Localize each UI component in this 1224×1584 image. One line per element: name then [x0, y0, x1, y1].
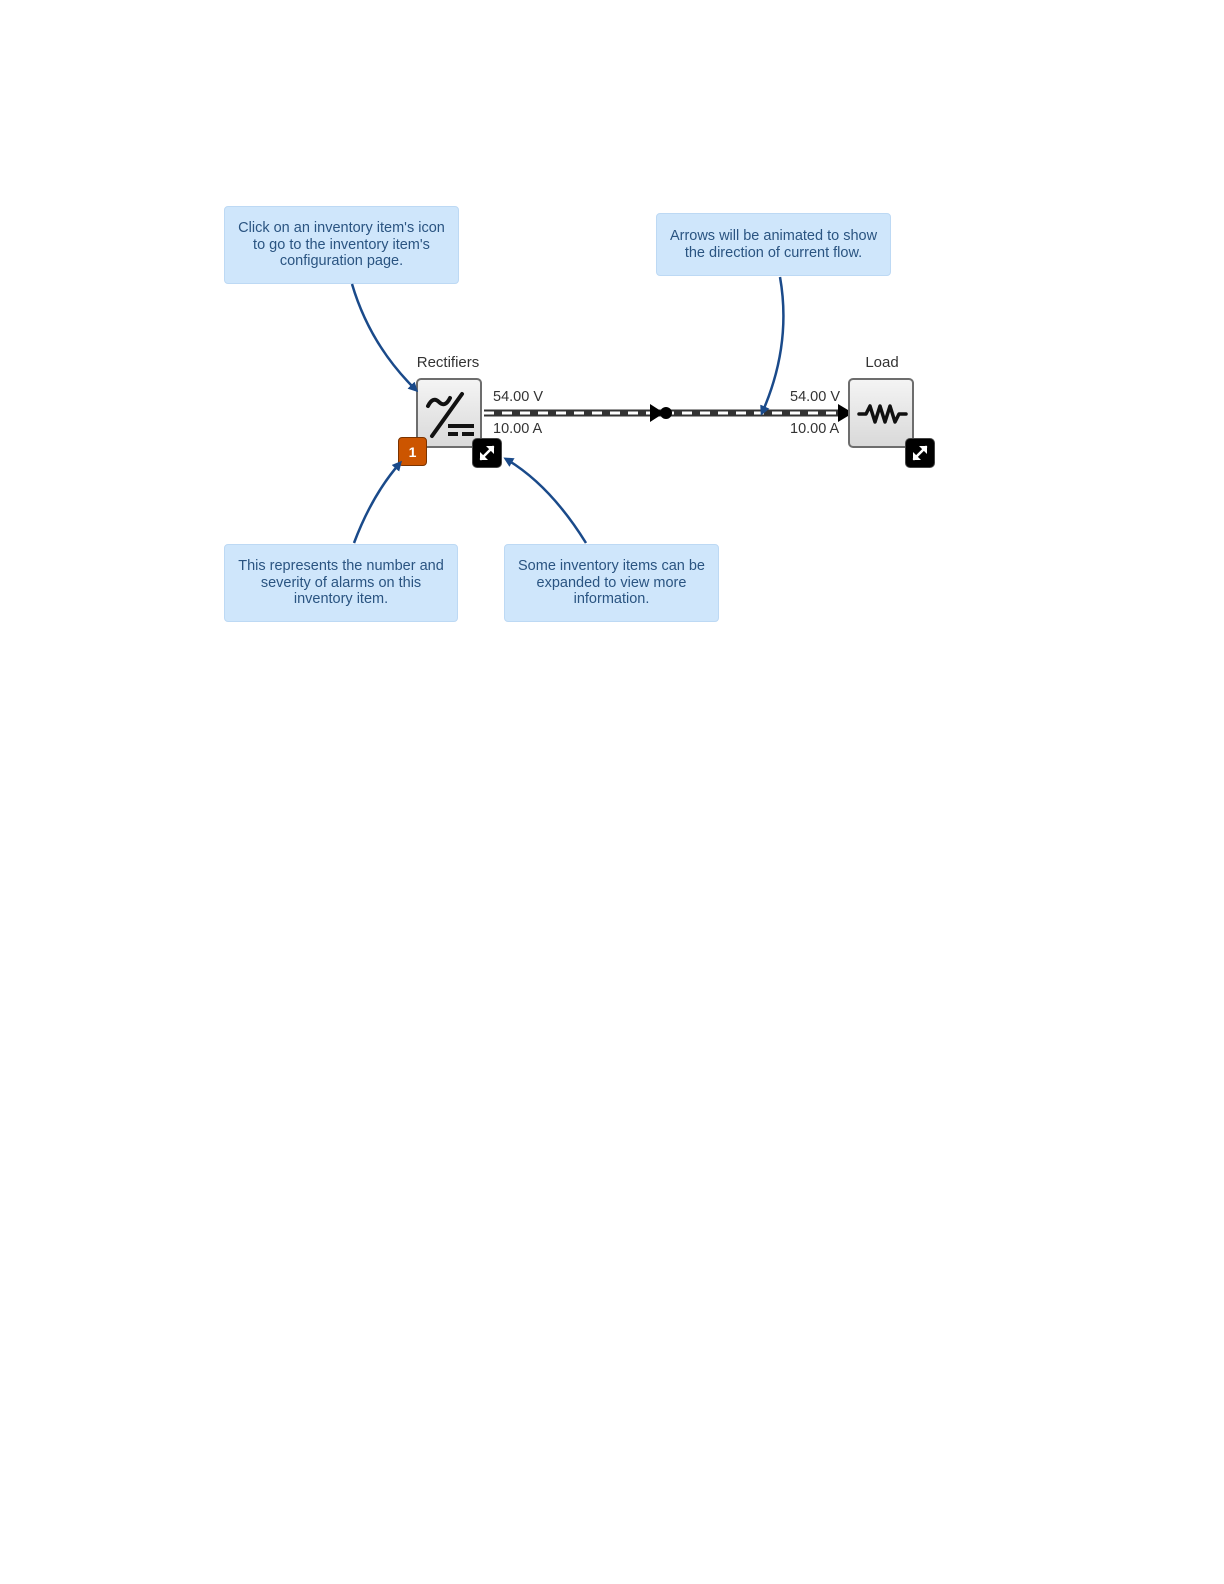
callout-alarms-line-2: severity of alarms on this: [260, 574, 422, 591]
alarm-count-badge[interactable]: 1: [398, 437, 427, 466]
callout-icon-click-line-1: Click on an inventory item's icon: [238, 220, 445, 237]
expand-icon: [912, 445, 928, 461]
callout-expand-line-2: expanded to view more: [536, 574, 687, 591]
load-expand-button[interactable]: [905, 438, 935, 468]
expand-icon: [479, 445, 495, 461]
callout-arrows-line-2: the direction of current flow.: [684, 244, 863, 261]
callout-alarms-line-3: inventory item.: [293, 591, 389, 608]
callout-expand: Some inventory items can be expanded to …: [504, 544, 719, 622]
callout-arrows-line-1: Arrows will be animated to show: [669, 228, 878, 244]
ac-dc-converter-icon: [426, 392, 474, 438]
load-current: 10.00 A: [790, 421, 840, 437]
callout-alarms-line-1: This represents the number and: [238, 558, 444, 575]
rectifiers-title: Rectifiers: [416, 354, 480, 371]
callout-expand-line-1: Some inventory items can be: [518, 558, 705, 575]
rectifiers-node-button[interactable]: [416, 378, 482, 448]
callout-arrows: Arrows will be animated to show the dire…: [656, 213, 891, 276]
rectifiers-current: 10.00 A: [493, 421, 543, 437]
callout-alarms: This represents the number and severity …: [224, 544, 458, 622]
callout-expand-line-3: information.: [573, 591, 650, 608]
flow-arrow-end-icon: [838, 404, 853, 422]
load-node-button[interactable]: [848, 378, 914, 448]
resistor-icon: [857, 404, 908, 424]
rectifiers-voltage: 54.00 V: [493, 389, 543, 405]
load-title: Load: [865, 354, 899, 371]
callout-icon-click: Click on an inventory item's icon to go …: [224, 206, 459, 284]
flow-junction-dot: [660, 407, 672, 419]
callout-icon-click-line-2: to go to the inventory item's: [253, 236, 430, 253]
flow-arrow-mid-icon: [650, 404, 664, 422]
rectifiers-expand-button[interactable]: [472, 438, 502, 468]
callout-icon-click-line-3: configuration page.: [279, 253, 404, 270]
load-voltage: 54.00 V: [790, 389, 840, 405]
